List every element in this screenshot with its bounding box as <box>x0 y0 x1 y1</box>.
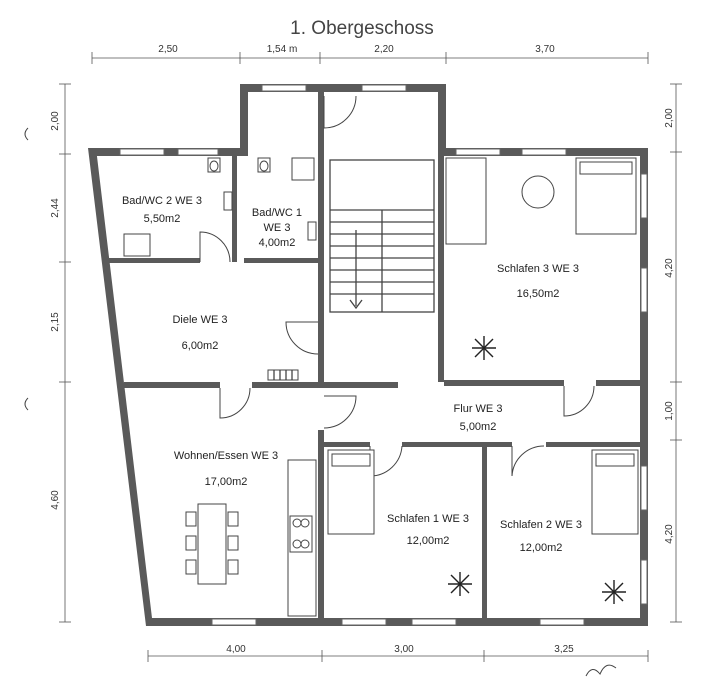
dim-right-4: 4,20 <box>664 524 675 544</box>
dim-left-1: 2,00 <box>50 111 61 131</box>
margin-mark <box>24 397 29 411</box>
svg-text:17,00m2: 17,00m2 <box>205 476 248 488</box>
svg-text:12,00m2: 12,00m2 <box>407 535 450 547</box>
svg-text:Schlafen 3 WE 3: Schlafen 3 WE 3 <box>497 263 579 275</box>
svg-text:12,00m2: 12,00m2 <box>520 542 563 554</box>
svg-text:5,50m2: 5,50m2 <box>144 213 181 225</box>
svg-text:5,00m2: 5,00m2 <box>460 421 497 433</box>
svg-text:Wohnen/Essen WE 3: Wohnen/Essen WE 3 <box>174 450 278 462</box>
dim-left-4: 4,60 <box>50 490 61 510</box>
room-label-schlafen1: Schlafen 1 WE 3 12,00m2 <box>387 513 469 547</box>
svg-text:Bad/WC 1: Bad/WC 1 <box>252 207 302 219</box>
kitchen-dining <box>185 369 317 617</box>
svg-text:WE 3: WE 3 <box>264 222 291 234</box>
dimension-right: 2,00 4,20 1,00 4,20 <box>664 83 682 623</box>
dim-left-2: 2,44 <box>50 198 61 218</box>
room-label-flur: Flur WE 3 5,00m2 <box>454 403 503 433</box>
svg-text:4,00m2: 4,00m2 <box>259 237 296 249</box>
svg-text:Bad/WC 2 WE 3: Bad/WC 2 WE 3 <box>122 195 202 207</box>
dim-left-3: 2,15 <box>50 312 61 332</box>
exterior-walls <box>88 84 648 626</box>
dim-top-1: 2,50 <box>158 44 178 55</box>
room-label-schlafen2: Schlafen 2 WE 3 12,00m2 <box>500 519 582 554</box>
plan-title: 1. Obergeschoss <box>290 18 434 39</box>
room-label-schlafen3: Schlafen 3 WE 3 16,50m2 <box>497 263 579 300</box>
svg-text:Flur WE 3: Flur WE 3 <box>454 403 503 415</box>
dim-bottom-2: 3,00 <box>394 644 414 655</box>
doors <box>199 95 595 477</box>
svg-text:16,50m2: 16,50m2 <box>517 288 560 300</box>
dim-top-4: 3,70 <box>535 44 555 55</box>
dimension-top: 2,50 1,54 m 2,20 3,70 <box>91 44 649 64</box>
dimension-left: 2,00 2,44 2,15 4,60 <box>50 83 71 623</box>
svg-text:Schlafen 2 WE 3: Schlafen 2 WE 3 <box>500 519 582 531</box>
bathroom-fixtures <box>123 157 317 257</box>
svg-text:6,00m2: 6,00m2 <box>182 340 219 352</box>
dim-bottom-3: 3,25 <box>554 644 574 655</box>
dim-right-3: 1,00 <box>664 401 675 421</box>
dimension-bottom: 4,00 3,00 3,25 <box>147 644 649 662</box>
room-label-bad1: Bad/WC 1 WE 3 4,00m2 <box>252 207 302 249</box>
dim-bottom-1: 4,00 <box>226 644 246 655</box>
dim-top-2: 1,54 m <box>267 44 298 55</box>
bedroom-furniture <box>327 157 639 535</box>
interior-walls <box>104 92 640 618</box>
room-label-wohnen: Wohnen/Essen WE 3 17,00m2 <box>174 450 278 488</box>
dim-right-1: 2,00 <box>664 108 675 128</box>
room-label-diele: Diele WE 3 6,00m2 <box>172 314 227 352</box>
dim-right-2: 4,20 <box>664 258 675 278</box>
staircase <box>329 159 435 313</box>
svg-text:Diele WE 3: Diele WE 3 <box>172 314 227 326</box>
room-label-bad2: Bad/WC 2 WE 3 5,50m2 <box>122 195 202 225</box>
signature-mark <box>585 664 617 677</box>
svg-text:Schlafen 1 WE 3: Schlafen 1 WE 3 <box>387 513 469 525</box>
dim-top-3: 2,20 <box>374 44 394 55</box>
windows <box>119 84 648 626</box>
plants <box>448 336 626 604</box>
margin-mark <box>24 127 29 141</box>
